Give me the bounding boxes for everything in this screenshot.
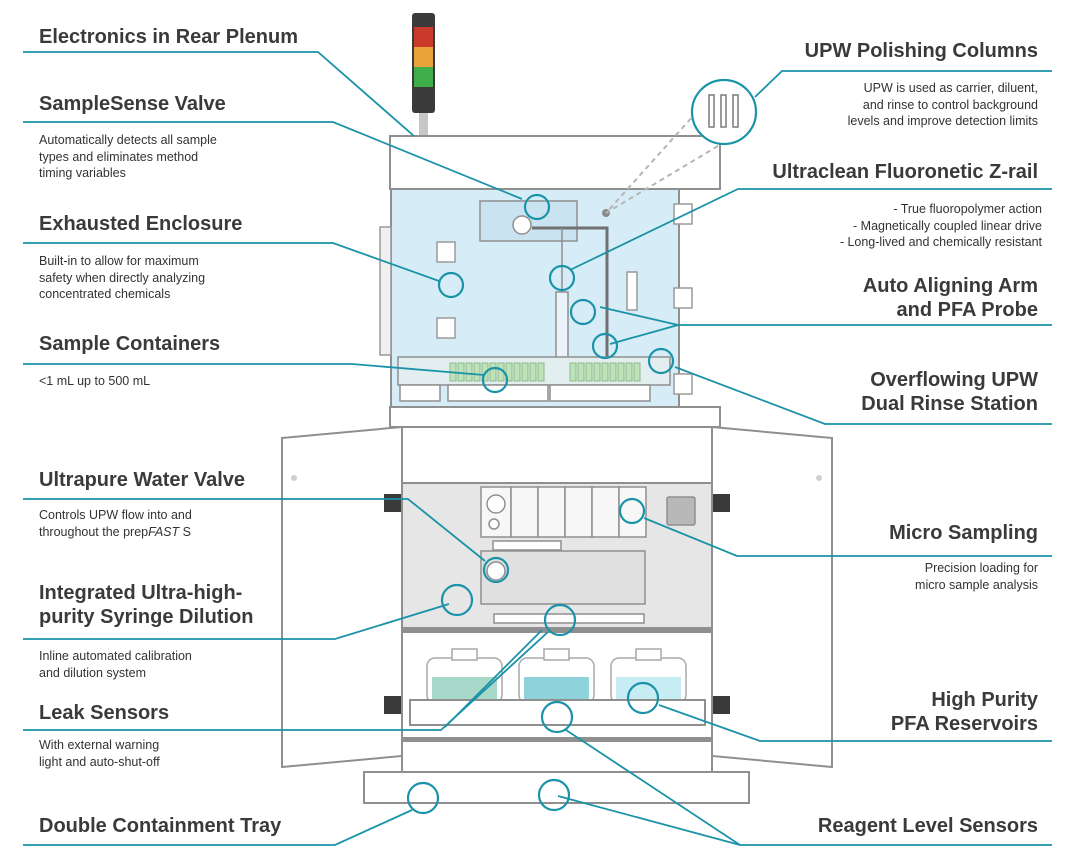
warning-light-tower bbox=[412, 13, 435, 135]
mid-ledge bbox=[389, 406, 721, 428]
exhausted-enclosure bbox=[379, 188, 693, 408]
title-micro-sampling: Micro Sampling bbox=[889, 522, 1038, 544]
top-hood bbox=[389, 135, 721, 190]
instrument bbox=[281, 13, 833, 804]
title-leak-sensors: Leak Sensors bbox=[39, 702, 170, 724]
sample-tubes bbox=[449, 362, 641, 382]
containment-tray bbox=[363, 771, 750, 804]
desc-polishing-columns: UPW is used as carrier, diluent, and rin… bbox=[847, 81, 1038, 128]
title-polishing-columns: UPW Polishing Columns bbox=[804, 40, 1038, 62]
desc-micro-sampling: Precision loading for micro sample analy… bbox=[915, 561, 1038, 592]
title-upw-valve: Ultrapure Water Valve bbox=[39, 469, 246, 491]
title-auto-aligning-arm: Auto Aligning Arm and PFA Probe bbox=[862, 275, 1038, 321]
desc-leak-sensors: With external warning light and auto-shu… bbox=[39, 738, 160, 769]
title-pfa-reservoirs: High Purity PFA Reservoirs bbox=[890, 689, 1038, 735]
shelf-bar bbox=[402, 628, 712, 633]
title-syringe-dilution: Integrated Ultra-high- purity Syringe Di… bbox=[39, 582, 254, 628]
callout-lines bbox=[23, 51, 1052, 846]
desc-syringe-dilution: Inline automated calibration and dilutio… bbox=[39, 649, 192, 680]
desc-sample-containers: <1 mL up to 500 mL bbox=[39, 374, 151, 388]
desc-upw-valve: Controls UPW flow into and throughout th… bbox=[39, 508, 192, 539]
polishing-columns-zoom bbox=[690, 78, 758, 146]
title-exhausted-enclosure: Exhausted Enclosure bbox=[39, 213, 243, 235]
title-rear-plenum: Electronics in Rear Plenum bbox=[39, 26, 298, 48]
desc-z-rail: - True fluoropolymer action - Magnetical… bbox=[839, 202, 1042, 249]
cabinet-doors bbox=[281, 425, 833, 769]
zoom-lines bbox=[605, 104, 719, 214]
title-sample-containers: Sample Containers bbox=[39, 333, 221, 355]
reservoir-bay bbox=[409, 648, 706, 726]
title-rinse-station: Overflowing UPW Dual Rinse Station bbox=[861, 369, 1038, 415]
title-z-rail: Ultraclean Fluoronetic Z-rail bbox=[772, 161, 1038, 183]
callout-circles bbox=[406, 193, 675, 815]
desc-samplesense-valve: Automatically detects all sample types a… bbox=[39, 133, 217, 180]
title-samplesense-valve: SampleSense Valve bbox=[39, 93, 226, 115]
title-reagent-level-sensors: Reagent Level Sensors bbox=[817, 815, 1038, 837]
desc-exhausted-enclosure: Built-in to allow for maximum safety whe… bbox=[39, 254, 206, 301]
title-containment-tray: Double Containment Tray bbox=[39, 815, 282, 837]
syringe-pumps bbox=[480, 486, 696, 624]
